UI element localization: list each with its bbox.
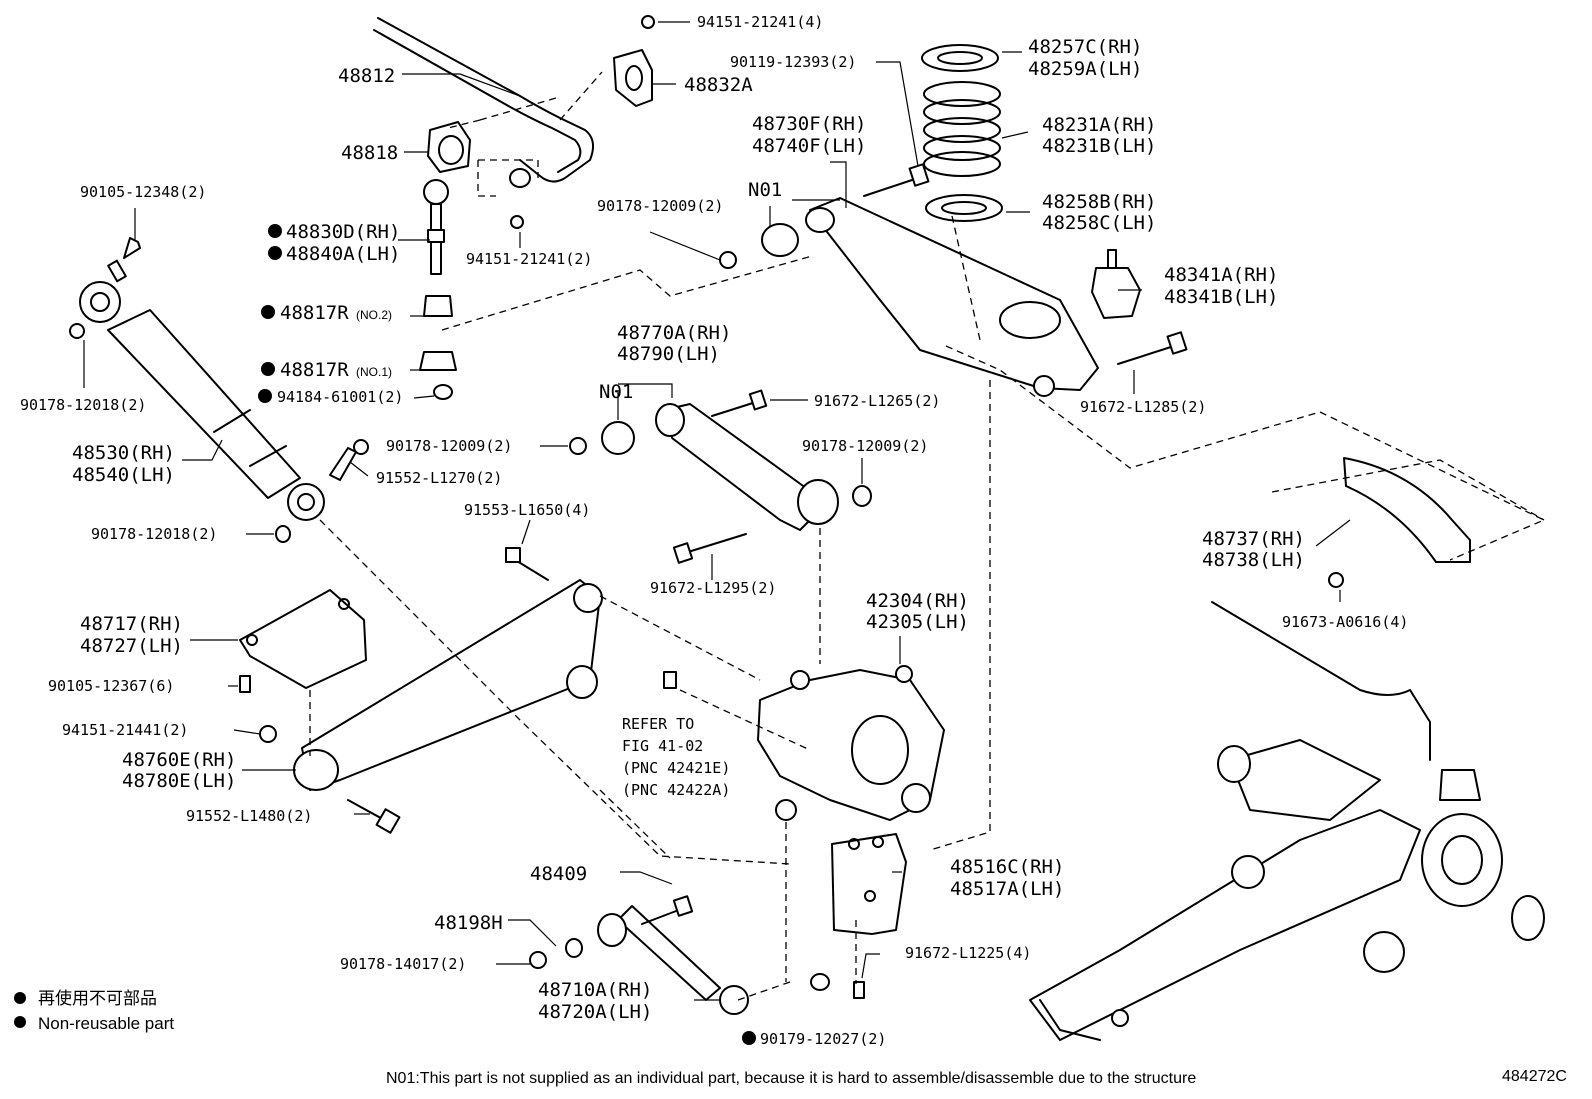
part-label: 48259A(LH) [1028,58,1142,80]
non-reusable-markers [14,224,756,1045]
part-label: 91553-L1650(4) [464,501,590,519]
n01-label: N01 [748,179,782,201]
part-label: 48830D(RH) [286,221,400,243]
part-label-note: (NO.1) [356,365,392,379]
part-label: 48738(LH) [1202,549,1305,571]
part-label: 91552-L1270(2) [376,469,502,487]
part-label: 48710A(RH) [538,979,652,1001]
footnote: N01:This part is not supplied as an indi… [386,1070,1196,1087]
part-label: 48727(LH) [80,635,183,657]
bolt-drawing [863,163,930,197]
part-label: 48817R [280,359,349,381]
guide-lines [309,71,1546,1001]
part-label-note: (NO.2) [356,308,392,322]
bump-stopper-drawing [1091,249,1141,319]
part-label: 90105-12348(2) [80,183,206,201]
legend-jp: 再使用不可部品 [38,988,157,1008]
part-label: 90178-12018(2) [20,396,146,414]
part-label: 48790(LH) [617,343,720,365]
part-label: 48198H [434,912,503,934]
assembly-overview-drawing [1029,601,1545,1041]
part-label: 91672-L1295(2) [650,579,776,597]
part-label: 91552-L1480(2) [186,807,312,825]
part-label: 48258C(LH) [1042,212,1156,234]
refer-note: REFER TO [622,715,694,733]
refer-note: (PNC 42422A) [622,781,730,799]
refer-note: (PNC 42421E) [622,759,730,777]
part-label: 48231B(LH) [1042,135,1156,157]
part-label: 91672-L1265(2) [814,392,940,410]
part-label: 48770A(RH) [617,322,731,344]
part-label: 91672-L1225(4) [905,944,1031,962]
part-label: 48812 [338,65,395,87]
part-label: 48516C(RH) [950,856,1064,878]
part-label: 91672-L1285(2) [1080,398,1206,416]
part-label: 48818 [341,142,398,164]
mudguard-drawing [1328,457,1471,588]
part-label: 48530(RH) [72,442,175,464]
part-label: 48817R [280,302,349,324]
trailing-arm-drawing [259,547,603,834]
part-label: 48540(LH) [72,464,175,486]
part-label: 48740F(LH) [752,135,866,157]
n01-label: N01 [599,381,633,403]
stabilizer-link-drawing [419,179,524,400]
part-label: 42304(RH) [866,590,969,612]
part-label: 48258B(RH) [1042,191,1156,213]
bushing-drawing [427,121,471,173]
bolt-drawing [1117,331,1188,365]
part-label: 48730F(RH) [752,113,866,135]
illustration-id: 484272C [1502,1068,1567,1085]
bracket-drawing [239,589,367,693]
part-label: 90105-12367(6) [48,677,174,695]
part-label: 94184-61001(2) [277,388,403,406]
refer-note: FIG 41-02 [622,737,703,755]
part-label: 48780E(LH) [122,770,236,792]
part-label: 48341B(LH) [1164,286,1278,308]
lateral-arm-drawing [569,389,872,564]
part-label: 90178-12009(2) [386,437,512,455]
legend-en: Non-reusable part [38,1014,174,1033]
part-label: 94151-21241(2) [466,250,592,268]
leader-lines [83,21,1351,1001]
part-labels: 94151-21241(4) 48832A 48812 90119-12393(… [20,13,1408,1048]
part-label: 90119-12393(2) [730,53,856,71]
bracket-drawing [810,833,907,999]
part-label: 48341A(RH) [1164,264,1278,286]
part-label: 90178-12018(2) [91,525,217,543]
legend: 再使用不可部品 Non-reusable part [38,988,174,1033]
bracket-drawing [613,15,655,107]
part-label: 48760E(RH) [122,749,236,771]
toe-rod-drawing [529,895,749,1015]
part-label: 90178-12009(2) [597,197,723,215]
shock-absorber-drawing [69,237,369,543]
part-label: 48717(RH) [80,613,183,635]
part-label: 94151-21241(4) [697,13,823,31]
coil-spring-drawing [921,44,1003,222]
part-label: 48737(RH) [1202,528,1305,550]
part-label: 94151-21441(2) [62,721,188,739]
knuckle-drawing [663,665,945,821]
part-label: 48409 [530,863,587,885]
part-label: 48257C(RH) [1028,36,1142,58]
part-label: 90178-12009(2) [802,437,928,455]
part-label: 48231A(RH) [1042,114,1156,136]
part-label: 48832A [684,74,753,96]
part-label: 42305(LH) [866,611,969,633]
part-label: 48840A(LH) [286,243,400,265]
upper-arm-drawing [719,197,1099,397]
part-label: 48517A(LH) [950,878,1064,900]
part-label: 90178-14017(2) [340,955,466,973]
part-label: 91673-A0616(4) [1282,613,1408,631]
stabilizer-bar-drawing [373,17,595,188]
part-label: 90179-12027(2) [760,1030,886,1048]
part-label: 48720A(LH) [538,1001,652,1023]
